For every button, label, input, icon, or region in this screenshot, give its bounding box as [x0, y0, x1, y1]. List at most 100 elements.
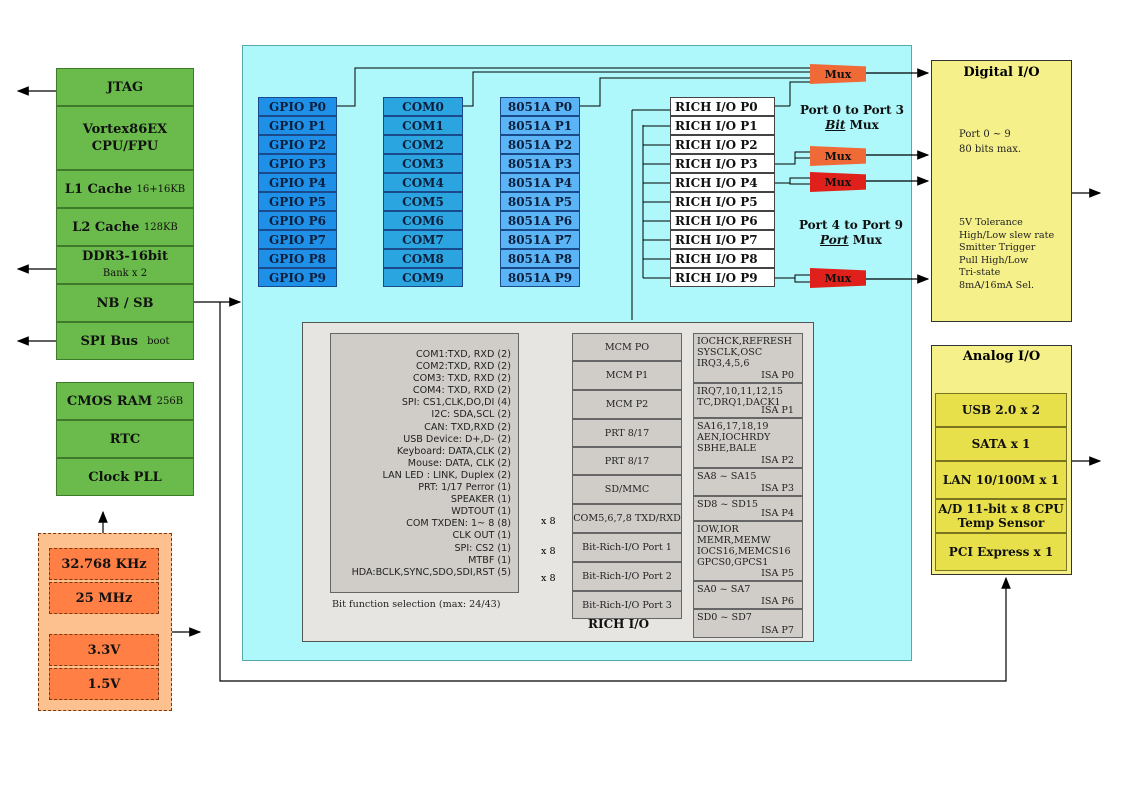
voltage-1v5-label: 1.5V [87, 676, 121, 692]
digital-io-feature: Pull High/Low [959, 254, 1029, 266]
mux-rich-p4: Mux [810, 172, 866, 192]
analog-io-item: A/D 11-bit x 8 CPU Temp Sensor [935, 499, 1067, 533]
isa-signals: SA8 ~ SA15 [697, 471, 757, 482]
isa-port-label: ISA P0 [761, 370, 794, 381]
com-port-p6: COM6 [383, 211, 463, 230]
p8051-port-p9: 8051A P9 [500, 268, 580, 287]
voltage-3v3: 3.3V [49, 634, 159, 666]
digital-io-feature: 8mA/16mA Sel. [959, 279, 1035, 291]
ddr3-bank: Bank x 2 [102, 268, 148, 279]
digital-io-title: Digital I/O [963, 65, 1040, 80]
voltage-1v5: 1.5V [49, 668, 159, 700]
function-item: WDTOUT (1) [451, 506, 511, 518]
isa-signals: SA0 ~ SA7 [697, 584, 751, 595]
cpu-block: Vortex86EX CPU/FPU [56, 106, 194, 170]
isa-port-label: ISA P1 [761, 405, 794, 416]
l1-cache-label: L1 Cache [64, 181, 132, 197]
gpio-port-p2: GPIO P2 [258, 135, 337, 154]
gpio-port-p5: GPIO P5 [258, 192, 337, 211]
digital-io-ports: Port 0 ~ 9 [959, 129, 1011, 140]
gpio-port-p4: GPIO P4 [258, 173, 337, 192]
port-port-em: Port [820, 233, 849, 247]
digital-io-feature: High/Low slew rate [959, 229, 1055, 241]
function-item: COM TXDEN: 1~ 8 (8) [406, 518, 511, 530]
port-bit-em: Bit [825, 118, 846, 132]
mux-label: Mux [824, 271, 852, 285]
p8051-port-p1: 8051A P1 [500, 116, 580, 135]
x8-label-1: x 8 [541, 516, 556, 527]
isa-port-label: ISA P6 [761, 596, 794, 607]
mux-label: Mux [824, 149, 852, 163]
l2-cache-label: L2 Cache [72, 219, 140, 235]
function-list-box: COM1:TXD, RXD (2)COM2:TXD, RXD (2)COM3: … [330, 333, 519, 593]
spi-bus-label: SPI Bus [80, 333, 138, 349]
digital-io-summary: Port 0 ~ 9 80 bits max. [959, 127, 1021, 157]
mux-rich-p3: Mux [810, 146, 866, 166]
voltage-3v3-label: 3.3V [87, 642, 121, 658]
crystal-25mhz: 25 MHz [49, 582, 159, 614]
com-port-p8: COM8 [383, 249, 463, 268]
function-item: CAN: TXD,RXD (2) [424, 421, 511, 433]
rtc-label: RTC [109, 431, 141, 447]
isa-port-label: ISA P3 [761, 483, 794, 494]
gpio-port-p7: GPIO P7 [258, 230, 337, 249]
spi-bus-block: SPI Bus boot [56, 322, 194, 360]
isa-port-cell: IOW,IOR MEMR,MEMW IOCS16,MEMCS16 GPCS0,G… [693, 521, 803, 581]
digital-io-feature: Tri-state [959, 267, 1001, 279]
rich-io-middle-cell: MCM PO [572, 333, 682, 361]
crystal-25mhz-label: 25 MHz [75, 590, 133, 606]
gpio-port-p6: GPIO P6 [258, 211, 337, 230]
cmos-ram-label: CMOS RAM [66, 393, 153, 409]
rich-io-port-p1: RICH I/O P1 [670, 116, 775, 135]
p8051-port-p2: 8051A P2 [500, 135, 580, 154]
function-item: SPI: CS2 (1) [454, 542, 511, 554]
ddr3-label: DDR3-16bit [82, 249, 168, 264]
p8051-port-p5: 8051A P5 [500, 192, 580, 211]
analog-io-item: SATA x 1 [935, 427, 1067, 461]
function-item: COM2:TXD, RXD (2) [415, 361, 511, 373]
spi-bus-boot: boot [147, 335, 170, 347]
digital-io-bits: 80 bits max. [959, 144, 1022, 155]
rich-io-port-p6: RICH I/O P6 [670, 211, 775, 230]
port-bit-line1: Port 0 to Port 3 [799, 103, 905, 117]
function-item: SPI: CS1,CLK,DO,DI (4) [401, 397, 511, 409]
function-item: I2C: SDA,SCL (2) [431, 409, 511, 421]
rich-io-middle-cell: Bit-Rich-I/O Port 1 [572, 533, 682, 562]
port-port-rest: Mux [848, 233, 882, 247]
function-list: COM1:TXD, RXD (2)COM2:TXD, RXD (2)COM3: … [352, 349, 511, 579]
digital-io-block: Digital I/O Port 0 ~ 9 80 bits max. 5V T… [931, 60, 1072, 322]
p8051-port-p3: 8051A P3 [500, 154, 580, 173]
com-port-p0: COM0 [383, 97, 463, 116]
com-port-p7: COM7 [383, 230, 463, 249]
rich-io-middle-cell: Bit-Rich-I/O Port 3 [572, 591, 682, 619]
cmos-ram-block: CMOS RAM 256B [56, 382, 194, 420]
p8051-port-p6: 8051A P6 [500, 211, 580, 230]
p8051-port-p0: 8051A P0 [500, 97, 580, 116]
rich-io-port-p7: RICH I/O P7 [670, 230, 775, 249]
isa-port-label: ISA P2 [761, 455, 794, 466]
crystal-32khz: 32.768 KHz [49, 548, 159, 580]
com-port-p2: COM2 [383, 135, 463, 154]
gpio-port-p8: GPIO P8 [258, 249, 337, 268]
gpio-port-p1: GPIO P1 [258, 116, 337, 135]
rich-io-port-p8: RICH I/O P8 [670, 249, 775, 268]
cpu-name: Vortex86EX [82, 122, 168, 137]
rich-io-port-p4: RICH I/O P4 [670, 173, 775, 192]
function-item: COM1:TXD, RXD (2) [415, 349, 511, 360]
rtc-block: RTC [56, 420, 194, 458]
rich-io-middle-cell: PRT 8/17 [572, 447, 682, 475]
rich-io-middle-cell: MCM P2 [572, 390, 682, 419]
mux-rich-p9: Mux [810, 268, 866, 288]
com-port-p1: COM1 [383, 116, 463, 135]
